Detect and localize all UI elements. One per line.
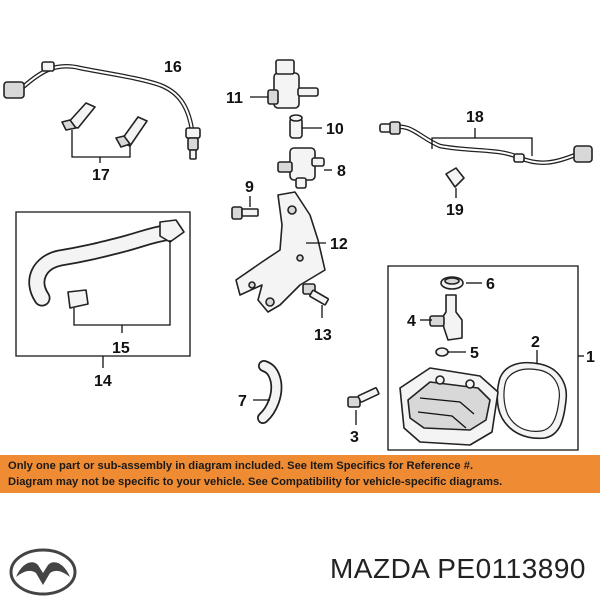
callout-6: 6 xyxy=(486,276,495,293)
part-7-hose xyxy=(253,360,283,424)
callout-7: 7 xyxy=(238,393,247,410)
part-12-bracket xyxy=(235,191,326,313)
callout-14: 14 xyxy=(94,373,112,390)
disclaimer-banner: Only one part or sub-assembly in diagram… xyxy=(0,455,600,493)
part-13-bolt xyxy=(302,283,330,318)
part-17-clips xyxy=(61,102,148,163)
parts-diagram: 16 17 11 10 8 9 12 13 15 14 7 3 18 19 6 … xyxy=(3,59,595,451)
part-14-hose-assembly xyxy=(15,211,191,368)
callout-18: 18 xyxy=(466,109,484,126)
part-10-fitting xyxy=(289,114,322,139)
callout-2: 2 xyxy=(531,334,540,351)
callout-19: 19 xyxy=(446,202,464,219)
callout-12: 12 xyxy=(330,236,348,253)
callout-9: 9 xyxy=(245,179,254,196)
part-number-title: MAZDA PE0113890 xyxy=(329,553,586,584)
part-18-harness xyxy=(379,121,593,165)
callout-numbers: 16 17 11 10 8 9 12 13 15 14 7 3 18 19 6 … xyxy=(92,59,595,446)
callout-5: 5 xyxy=(470,345,479,362)
disclaimer-line-2: Diagram may not be specific to your vehi… xyxy=(8,476,503,488)
callout-13: 13 xyxy=(314,327,332,344)
callout-17: 17 xyxy=(92,167,110,184)
callout-3: 3 xyxy=(350,429,359,446)
callout-8: 8 xyxy=(337,163,346,180)
part-19-clip xyxy=(445,167,465,198)
part-11-solenoid-valve xyxy=(250,59,319,109)
callout-4: 4 xyxy=(407,313,416,330)
part-3-bolt xyxy=(347,387,380,425)
disclaimer-line-1: Only one part or sub-assembly in diagram… xyxy=(8,460,474,472)
mazda-logo-icon xyxy=(9,548,77,596)
part-9-bolt xyxy=(231,196,259,220)
callout-11: 11 xyxy=(226,90,243,107)
part-16-oxygen-sensor xyxy=(3,61,201,160)
callout-1: 1 xyxy=(586,349,595,366)
part-1-canister-assembly xyxy=(387,265,584,451)
callout-16: 16 xyxy=(164,59,182,76)
callout-15: 15 xyxy=(112,340,130,357)
callout-10: 10 xyxy=(326,121,344,138)
part-8-purge-valve xyxy=(277,147,332,189)
